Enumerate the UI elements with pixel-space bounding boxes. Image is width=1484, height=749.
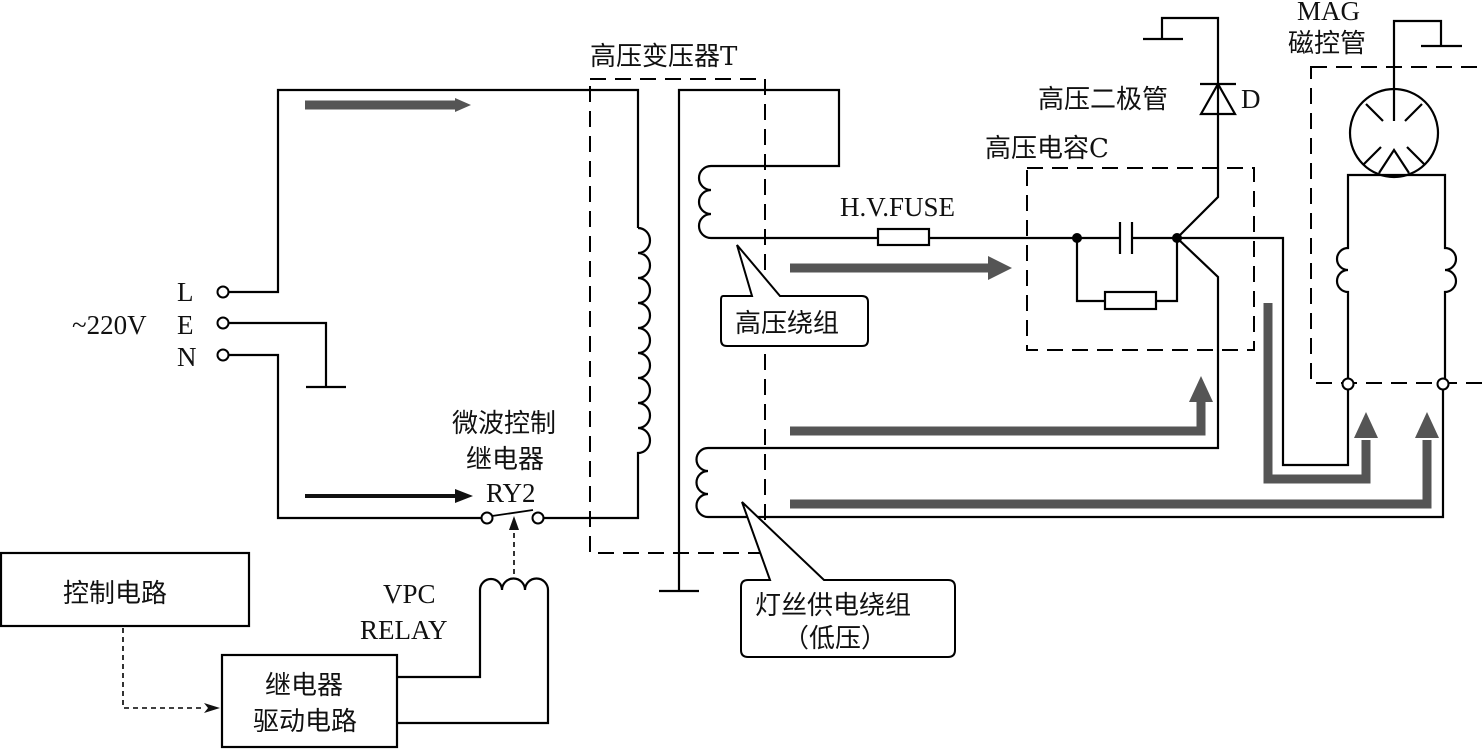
control-signal-arrowhead [204,703,220,713]
relay-label-line3: RY2 [486,478,536,508]
bleeder-resistor-leads [1075,238,1179,303]
primary-coil-icon [542,226,652,520]
capacitor-magnetron-wire [1177,236,1350,467]
relay-driver-label-line2: 驱动电路 [253,707,357,737]
control-signal-line [122,628,205,709]
control-circuit-label: 控制电路 [63,579,167,609]
transformer-core-wire [677,88,841,591]
magnetron-label-en: MAG [1297,0,1360,26]
relay-contact-terminal-right [531,511,545,525]
hv-winding-callout: 高压绕组 [720,244,869,347]
capacitor-filament-wire [708,237,1220,450]
live-wire [229,88,640,294]
relay-coil-icon [397,577,550,725]
hv-capacitor-label: 高压电容C [985,134,1109,164]
filament-winding-callout: 灯丝供电绕组 （低压） [740,501,956,658]
filament-coil-icon [695,384,1445,519]
neutral-wire [229,353,484,520]
hv-callout-bubble [720,244,869,347]
magnetron-ground-wire [1392,19,1462,89]
relay-coil-label-line1: VPC [383,579,436,609]
control-circuit-box [0,551,251,628]
magnetron-terminal-right [1436,377,1450,391]
bleeder-resistor-icon [1103,290,1158,311]
hv-fuse-icon [876,227,931,247]
relay-contact-terminal-left [480,511,494,525]
hv-capacitor-enclosure [1026,167,1255,351]
terminal-e [216,316,230,330]
hv-winding-label: 高压绕组 [735,309,839,339]
capacitor-icon [1118,222,1134,254]
hv-diode-icon [1199,81,1237,116]
filament-callout-bubble [740,501,956,658]
actuation-arrow-icon [509,516,519,530]
terminal-e-label: E [177,310,194,340]
filament-winding-label-line2: （低压） [783,624,887,654]
hv-fuse-label: H.V.FUSE [840,192,955,222]
flow-arrowhead-filament-upper [1189,376,1213,402]
magnetron-label-cn: 磁控管 [1288,29,1366,59]
magnetron-enclosure [1310,66,1484,384]
terminal-l [216,285,230,299]
flow-arrow-magnetron [1263,303,1371,484]
relay-label-line2: 继电器 [466,445,544,475]
magnetron-terminal-left [1341,377,1355,391]
magnetron-filament-right-icon [1394,173,1458,384]
flow-arrowhead-magnetron [1354,412,1378,438]
earth-wire [229,321,328,387]
terminal-l-label: L [177,277,194,307]
terminal-n [216,348,230,362]
diode-wire [1160,16,1220,239]
relay-coil-label-line2: RELAY [360,615,448,645]
flow-arrowhead-filament-lower [1415,412,1439,438]
relay-driver-box [220,653,399,749]
flow-arrow-filament-upper [790,400,1206,436]
filament-winding-label-line1: 灯丝供电绕组 [755,591,911,621]
transformer-label: 高压变压器T [590,42,738,72]
relay-contact-ry2: 微波控制 继电器 RY2 [452,409,556,574]
magnetron-icon [1348,87,1440,179]
magnetron-cavity-lines [1362,89,1426,174]
supply-voltage-label: ~220V [72,310,147,340]
hv-diode-symbol-label: D [1241,84,1261,114]
hv-diode-label: 高压二极管 [1038,85,1168,115]
switch-blade-icon [491,509,534,517]
relay-label-line1: 微波控制 [452,409,556,439]
flow-arrowhead-primary-bottom [455,489,473,503]
flow-arrowhead-hv [988,256,1012,280]
terminal-n-label: N [177,342,197,372]
supply-terminals: ~220V L E N [72,277,230,372]
magnetron-filament-left-icon [1335,173,1394,384]
flow-arrowhead-primary-top [455,98,471,112]
flow-arrow-filament-lower [790,440,1432,509]
hv-secondary-coil-icon [697,164,1077,240]
relay-driver-label-line1: 继电器 [265,671,343,701]
